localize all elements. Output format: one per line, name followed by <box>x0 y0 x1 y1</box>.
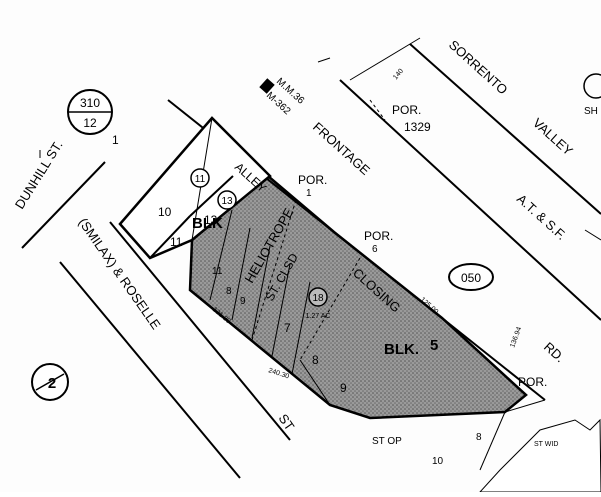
lot-number: 10 <box>432 456 444 467</box>
lot-number: 9 <box>340 381 347 395</box>
parcel-circle-11: 11 <box>195 174 206 185</box>
corner-right-label: SH <box>584 106 598 117</box>
svg-text:050: 050 <box>461 271 481 285</box>
por-label-bottom: POR. <box>518 375 547 389</box>
por-mark-1: 1 <box>306 188 312 199</box>
parcel-050-oval: 050 <box>448 263 494 291</box>
parcel-circle-18: 18 <box>312 293 324 304</box>
lot-number: 7 <box>284 321 291 335</box>
lot-number: 8 <box>226 286 232 297</box>
dimension-label: 140 <box>392 68 405 82</box>
dunhill-mark: 1 <box>112 133 119 147</box>
por-label-middle: POR. <box>364 229 393 243</box>
lot-number: 13 <box>204 213 218 227</box>
book-page-circle: 310 12 <box>67 89 113 135</box>
sorrento-label: SORRENTO <box>446 37 511 97</box>
lot-number: 8 <box>312 353 319 367</box>
lot-number: 10 <box>158 205 172 219</box>
valley-label: VALLEY <box>530 115 576 159</box>
lot-number: 11 <box>212 266 223 277</box>
railroad-line <box>349 37 421 81</box>
lot-number: 9 <box>240 296 246 307</box>
roselle-street-line-lower <box>59 261 241 479</box>
page-number: 12 <box>83 116 97 130</box>
por-1329: 1329 <box>404 120 431 134</box>
por-label-upper-left: POR. <box>298 173 327 187</box>
at-sf-label: A.T. & S.F. <box>514 191 569 243</box>
frontage-label: FRONTAGE <box>310 119 373 178</box>
lot-number: 8 <box>476 432 482 443</box>
book-number: 310 <box>80 96 100 110</box>
por-label-top: POR. <box>392 103 421 117</box>
sorrento-valley-line <box>409 43 601 215</box>
shaded-parcel <box>188 174 528 420</box>
rd-label: RD. <box>541 339 568 365</box>
frontage-road-line-east <box>339 79 601 321</box>
por-mark-6: 6 <box>372 244 378 255</box>
acreage-label: 1.27 AC <box>306 313 331 320</box>
dimension-label: 136.94 <box>509 326 523 349</box>
parcel-circle-13: 13 <box>221 196 233 207</box>
st-op-label: ST OP <box>372 436 402 447</box>
block-label-lower: BLK. <box>384 341 419 358</box>
dunhill-street-line-outer <box>21 161 106 249</box>
st-bottom-label: ST <box>276 411 298 433</box>
block-label-upper: BLK <box>192 215 223 232</box>
svg-text:2: 2 <box>48 375 56 392</box>
bottom-right-hatch <box>478 418 601 493</box>
circle-2: 2 <box>31 363 69 401</box>
roselle-street-line-upper <box>109 221 291 441</box>
lot-number: 11 <box>170 235 183 249</box>
block-number-lower: 5 <box>430 337 438 354</box>
dunhill-street-label: DUNHILL ST. <box>12 138 66 212</box>
bottom-right-text: ST WID <box>534 441 558 448</box>
